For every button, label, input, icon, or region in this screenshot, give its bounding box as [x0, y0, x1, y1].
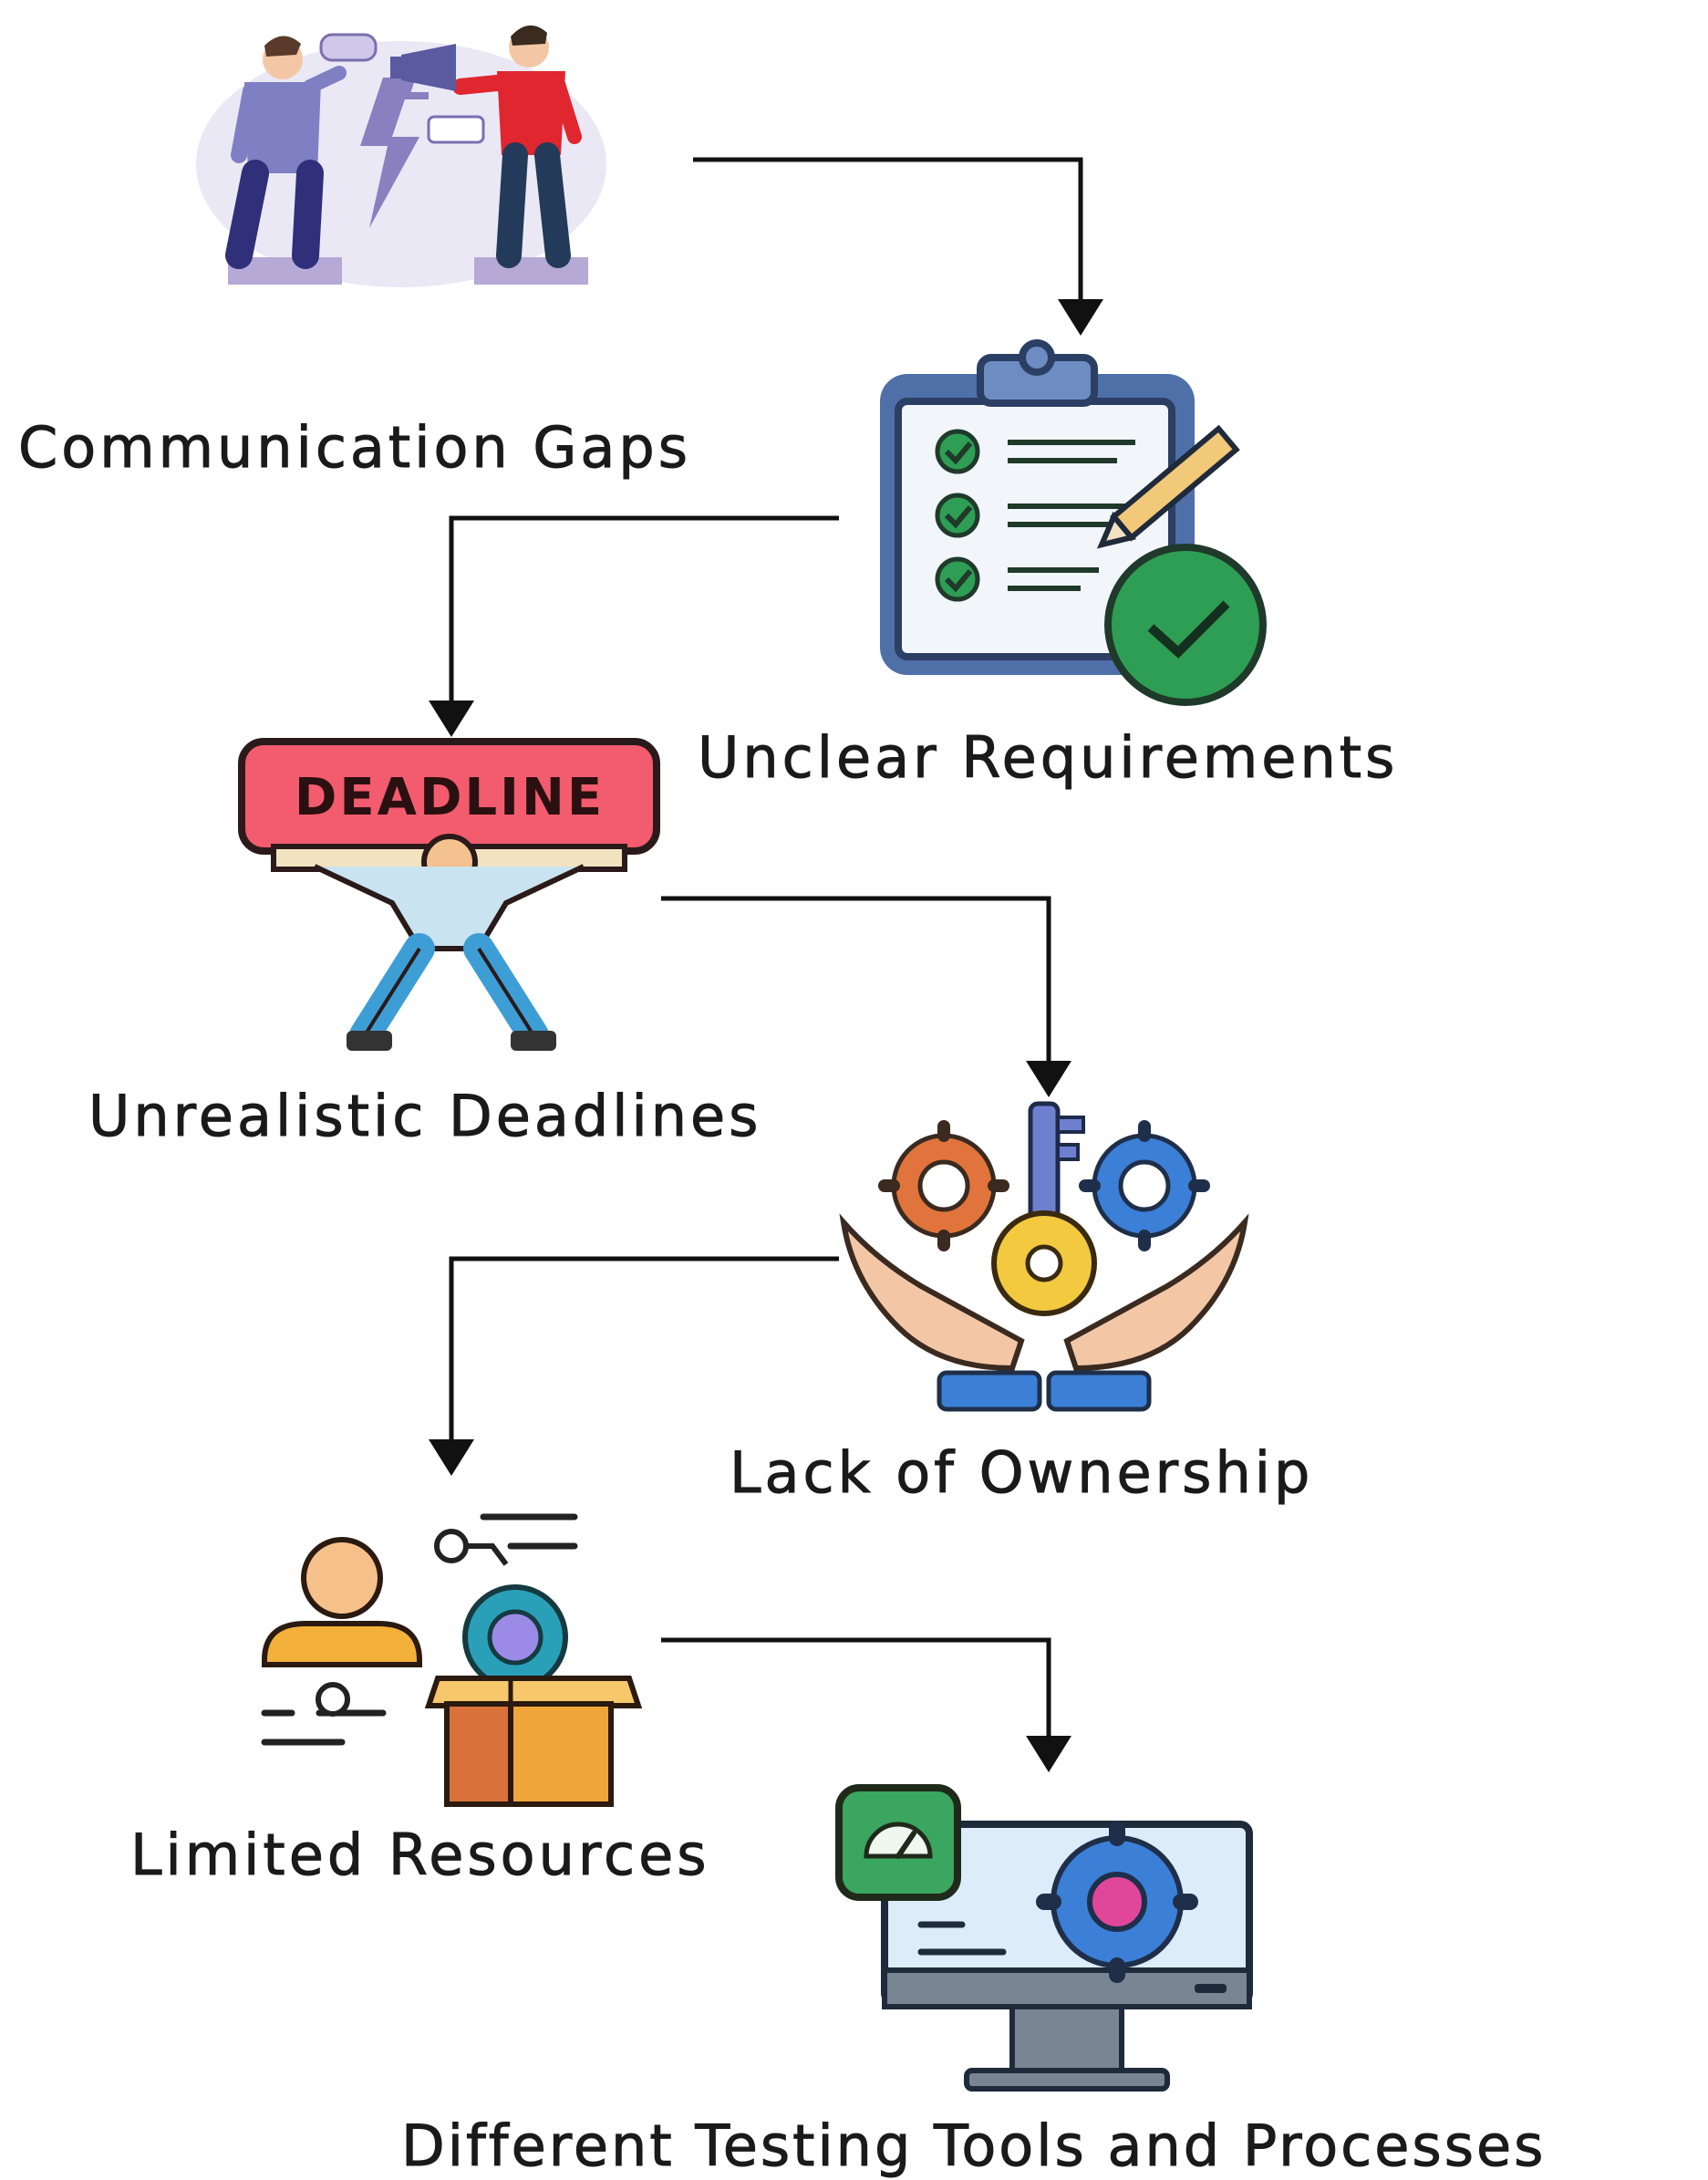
arrow-2-to-3	[449, 515, 839, 702]
arrow-head-3	[1026, 1061, 1071, 1097]
connector-arrows	[429, 157, 1103, 1772]
person-resource-box-icon	[261, 1513, 643, 1807]
monitor-gauge-gear-icon	[835, 1784, 1253, 2092]
step-label-unrealistic-deadlines: Unrealistic Deadlines	[88, 1083, 762, 1149]
step-label-unclear-requirements: Unclear Requirements	[697, 724, 1399, 791]
arrow-3-to-4	[661, 896, 1051, 1063]
clipboard-checklist-icon	[880, 339, 1267, 706]
arrow-head-4	[429, 1439, 474, 1476]
arrow-head-1	[1058, 299, 1103, 336]
deadline-sign-text: DEADLINE	[295, 768, 605, 827]
people-arguing-icon	[196, 25, 606, 287]
step-label-communication-gaps: Communication Gaps	[17, 414, 692, 481]
hands-key-gears-icon	[839, 1101, 1249, 1412]
arrow-5-to-6	[661, 1637, 1051, 1738]
step-label-lack-of-ownership: Lack of Ownership	[729, 1439, 1314, 1506]
arrow-1-to-2	[693, 157, 1083, 301]
arrow-4-to-5	[449, 1256, 839, 1441]
step-label-different-testing-tools: Different Testing Tools and Processes	[400, 2113, 1547, 2179]
step-label-limited-resources: Limited Resources	[130, 1822, 710, 1888]
arrow-head-2	[429, 701, 474, 737]
person-lifting-deadline-icon: DEADLINE	[238, 738, 660, 1051]
arrow-head-5	[1026, 1736, 1071, 1772]
